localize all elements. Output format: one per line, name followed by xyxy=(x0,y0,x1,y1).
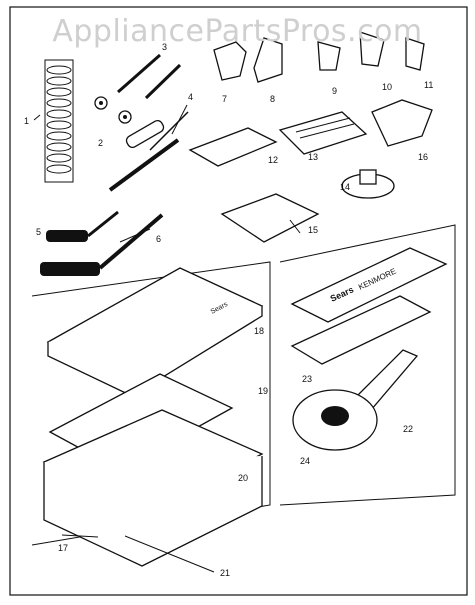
feed-cover-plate xyxy=(220,193,320,243)
callout-8: 8 xyxy=(270,94,275,104)
diagram-frame xyxy=(9,6,468,596)
buttonhole-attachment xyxy=(371,99,433,147)
callout-12: 12 xyxy=(268,155,278,165)
needles xyxy=(117,53,182,100)
callout-11: 11 xyxy=(424,80,433,90)
presser-feet xyxy=(213,31,425,83)
box-base xyxy=(42,409,264,567)
callout-3: 3 xyxy=(162,42,167,52)
callout-19: 19 xyxy=(258,386,268,396)
bobbin-9 xyxy=(46,153,72,163)
bobbin-4 xyxy=(46,98,72,108)
callout-13: 13 xyxy=(308,152,318,162)
callout-23: 23 xyxy=(302,374,312,384)
callout-2: 2 xyxy=(98,138,103,148)
bobbin-stack xyxy=(44,59,74,183)
callout-21: 21 xyxy=(220,568,230,578)
bobbin-1 xyxy=(46,65,72,75)
bobbin-10 xyxy=(46,164,72,174)
callout-5: 5 xyxy=(36,227,41,237)
oiler-tools xyxy=(108,111,189,192)
callout-16: 16 xyxy=(418,152,428,162)
callout-18: 18 xyxy=(254,326,264,336)
bobbin-8 xyxy=(46,142,72,152)
callout-15: 15 xyxy=(308,225,318,235)
bobbin-7 xyxy=(46,131,72,141)
bobbin-3 xyxy=(46,87,72,97)
cam-disc xyxy=(341,169,395,199)
throat-plates xyxy=(188,111,368,167)
callout-7: 7 xyxy=(222,94,227,104)
callout-17: 17 xyxy=(58,543,68,553)
screwdrivers xyxy=(40,210,164,276)
attachment-group-outline xyxy=(279,224,456,506)
callout-6: 6 xyxy=(156,234,161,244)
bobbin-5 xyxy=(46,109,72,119)
callout-1: 1 xyxy=(24,116,29,126)
attachment-case xyxy=(290,247,448,365)
callout-14: 14 xyxy=(340,182,350,192)
callout-22: 22 xyxy=(403,424,413,434)
callout-4: 4 xyxy=(188,92,193,102)
stitch-dial xyxy=(292,389,378,451)
callout-24: 24 xyxy=(300,456,310,466)
callout-20: 20 xyxy=(238,473,248,483)
callout-10: 10 xyxy=(382,82,392,92)
bobbin-6 xyxy=(46,120,72,130)
washers xyxy=(94,96,132,124)
bobbin-2 xyxy=(46,76,72,86)
leader-lines xyxy=(33,104,301,573)
callout-9: 9 xyxy=(332,86,337,96)
